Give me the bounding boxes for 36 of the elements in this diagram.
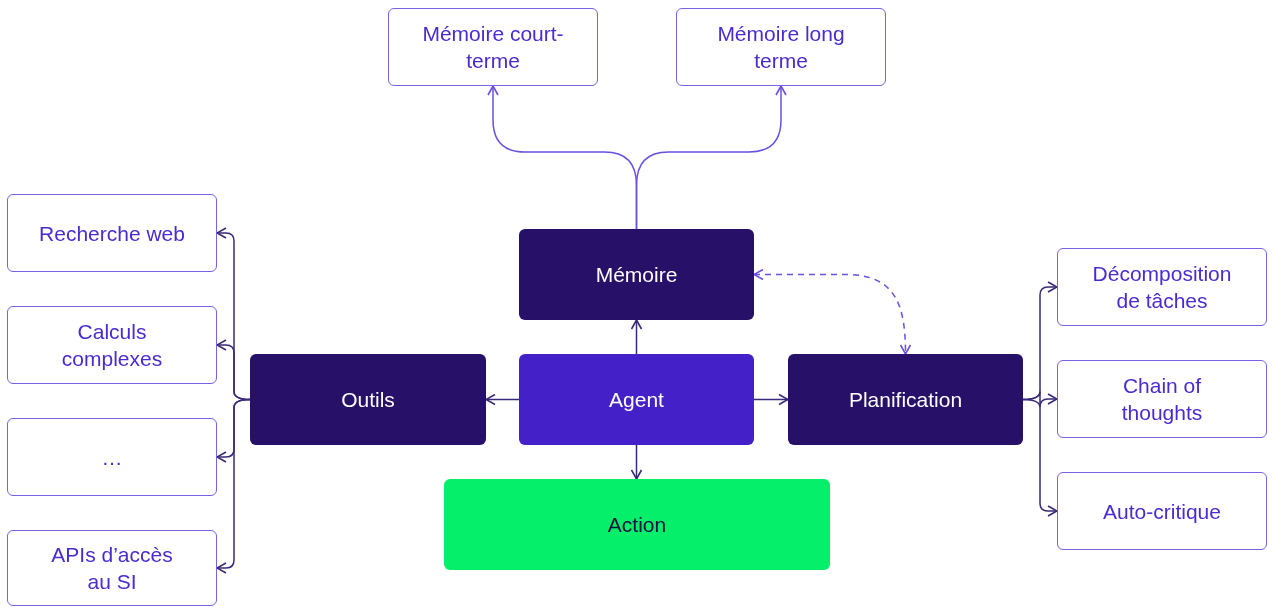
- node-label: Recherche web: [39, 220, 185, 247]
- action-box: [444, 479, 830, 570]
- node-label: Mémoire long terme: [716, 21, 846, 74]
- process-box: [676, 8, 886, 86]
- arrow: [1022, 398, 1058, 517]
- process-box: [7, 306, 217, 384]
- agent-box: [519, 354, 754, 445]
- process-box: [1057, 472, 1267, 550]
- node-label: Décomposition de tâches: [1091, 261, 1233, 314]
- process-box: [7, 530, 217, 606]
- node-label: Agent: [609, 387, 664, 412]
- arrow: [630, 444, 643, 480]
- process-box: [7, 418, 217, 496]
- process-box: [388, 8, 598, 86]
- node-label: Mémoire court-terme: [421, 21, 565, 74]
- node-label: APIs d’accès au SI: [50, 542, 174, 595]
- arrow: [630, 319, 643, 355]
- process-box: [7, 194, 217, 272]
- process-box: [1057, 360, 1267, 438]
- node-label: Mémoire: [595, 262, 678, 287]
- node-label: Outils: [341, 387, 395, 412]
- arrow: [753, 393, 789, 406]
- node-label: Action: [607, 512, 667, 537]
- node-label: Calculs complexes: [60, 319, 164, 372]
- arrow: [753, 268, 912, 355]
- arrow: [635, 85, 787, 230]
- process-box: [250, 354, 486, 445]
- process-box: [1057, 248, 1267, 326]
- node-label: Planification: [848, 387, 963, 412]
- node-label: Chain of thoughts: [1120, 373, 1204, 426]
- node-label: …: [101, 444, 123, 471]
- arrow: [216, 398, 251, 574]
- node-label: Auto-critique: [1103, 498, 1221, 525]
- process-box: [788, 354, 1023, 445]
- arrow: [485, 393, 520, 406]
- process-box: [519, 229, 754, 320]
